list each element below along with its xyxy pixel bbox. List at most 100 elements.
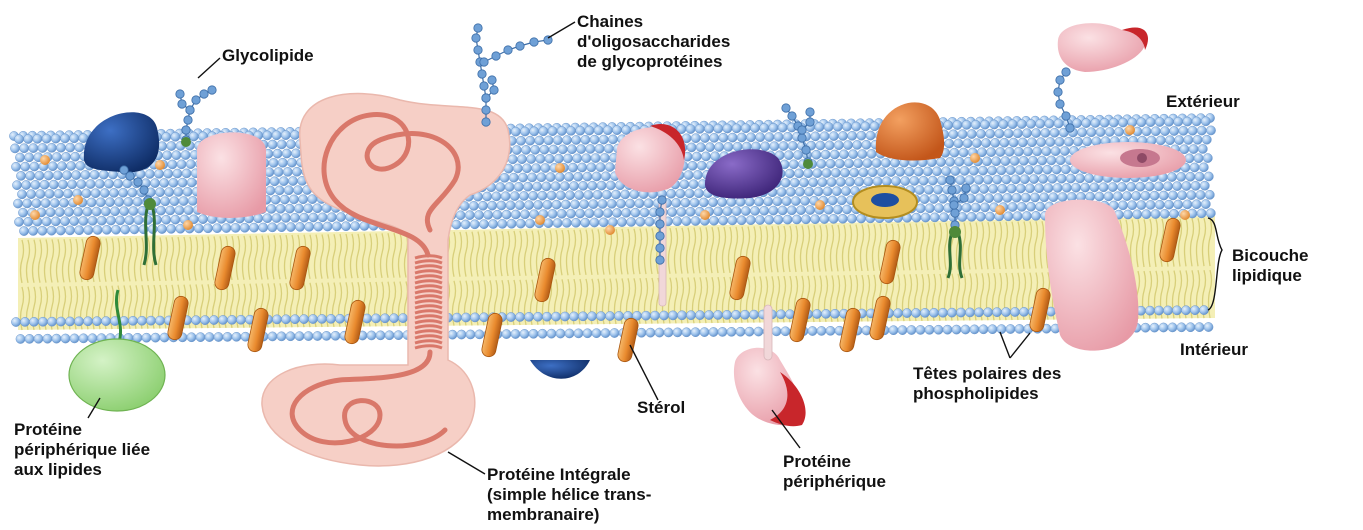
phospholipid-head	[263, 131, 272, 140]
phospholipid-head	[53, 171, 62, 180]
phospholipid-head	[736, 327, 745, 336]
phospholipid-head	[489, 219, 498, 228]
phospholipid-head	[61, 152, 70, 161]
phospholipid-head	[119, 188, 128, 197]
phospholipid-head	[290, 213, 299, 222]
phospholipid-head	[187, 178, 196, 187]
phospholipid-head	[983, 175, 992, 184]
phospholipid-head	[389, 314, 398, 323]
phospholipid-head	[116, 216, 125, 225]
phospholipid-head	[585, 126, 594, 135]
phospholipid-head	[1145, 182, 1154, 191]
phospholipid-head	[794, 169, 803, 178]
sugar-bead	[208, 86, 216, 94]
label-exterieur: Extérieur	[1166, 92, 1240, 112]
phospholipid-head	[268, 332, 277, 341]
phospholipid-head	[299, 315, 308, 324]
phospholipid-head	[272, 315, 281, 324]
phospholipid-head	[1141, 323, 1150, 332]
sugar-bead	[656, 256, 664, 264]
phospholipid-head	[200, 316, 209, 325]
phospholipid-head	[1047, 156, 1056, 165]
phospholipid-head	[1040, 193, 1049, 202]
phospholipid-head	[304, 204, 313, 213]
phospholipid-head	[581, 218, 590, 227]
phospholipid-head	[75, 143, 84, 152]
phospholipid-head	[928, 176, 937, 185]
phospholipid-head	[558, 145, 567, 154]
phospholipid-head	[286, 222, 295, 231]
sugar-bead	[950, 201, 958, 209]
phospholipid-head	[944, 121, 953, 130]
phospholipid-head	[102, 225, 111, 234]
phospholipid-head	[41, 199, 50, 208]
phospholipid-head	[191, 316, 200, 325]
leader-chaines	[548, 22, 575, 38]
phospholipid-head	[1164, 200, 1173, 209]
phospholipid-head	[516, 136, 525, 145]
phospholipid-head	[1049, 193, 1058, 202]
phospholipid-head	[813, 169, 822, 178]
phospholipid-head	[826, 326, 835, 335]
phospholipid-head	[549, 145, 558, 154]
phospholipid-head	[29, 144, 38, 153]
sugar-bead	[806, 108, 814, 116]
phospholipid-head	[281, 315, 290, 324]
phospholipid-head	[832, 187, 841, 196]
phospholipid-head	[749, 310, 758, 319]
phospholipid-head	[1137, 118, 1146, 127]
phospholipid-head	[689, 180, 698, 189]
phospholipid-head	[1066, 174, 1075, 183]
phospholipid-head	[313, 204, 322, 213]
phospholipid-head	[1062, 183, 1071, 192]
sugar-bead	[474, 46, 482, 54]
phospholipid-head	[873, 177, 882, 186]
phospholipid-head	[34, 334, 43, 343]
leader-tetes-2	[1010, 333, 1030, 358]
phospholipid-head	[304, 331, 313, 340]
phospholipid-head	[782, 197, 791, 206]
leader-glycolipide	[198, 58, 220, 78]
phospholipid-head	[789, 160, 798, 169]
phospholipid-head	[154, 169, 163, 178]
phospholipid-head	[1155, 200, 1164, 209]
phospholipid-head	[718, 327, 727, 336]
phospholipid-head	[673, 217, 682, 226]
phospholipid-head	[608, 135, 617, 144]
phospholipid-head	[1179, 126, 1188, 135]
phospholipid-head	[27, 190, 36, 199]
phospholipid-head	[133, 197, 142, 206]
sugar-bead	[806, 118, 814, 126]
phospholipid-head	[1023, 147, 1032, 156]
phospholipid-head	[644, 199, 653, 208]
phospholipid-head	[965, 308, 974, 317]
phospholipid-head	[293, 186, 302, 195]
phospholipid-head	[263, 214, 272, 223]
phospholipid-head	[684, 170, 693, 179]
phospholipid-head	[380, 314, 389, 323]
phospholipid-head	[646, 328, 655, 337]
sugar-bead	[480, 58, 488, 66]
label-sterol: Stérol	[637, 398, 685, 418]
sugar-bead	[798, 134, 806, 142]
sugar-bead	[1056, 100, 1064, 108]
phospholipid-head	[128, 316, 137, 325]
phospholipid-head	[590, 218, 599, 227]
phospholipid-head	[838, 131, 847, 140]
phospholipid-head	[955, 157, 964, 166]
phospholipid-head	[590, 135, 599, 144]
phospholipid-head	[163, 151, 172, 160]
phospholipid-head	[1015, 165, 1024, 174]
phospholipid-head	[1000, 138, 1009, 147]
phospholipid-head	[1186, 172, 1195, 181]
phospholipid-head	[855, 177, 864, 186]
sugar-bead	[656, 244, 664, 252]
phospholipid-head	[323, 222, 332, 231]
phospholipid-head	[327, 213, 336, 222]
phospholipid-head	[21, 162, 30, 171]
phospholipid-head	[547, 191, 556, 200]
phospholipid-head	[231, 223, 240, 232]
phospholipid-head	[727, 197, 736, 206]
phospholipid-head	[281, 213, 290, 222]
phospholipid-head	[727, 327, 736, 336]
